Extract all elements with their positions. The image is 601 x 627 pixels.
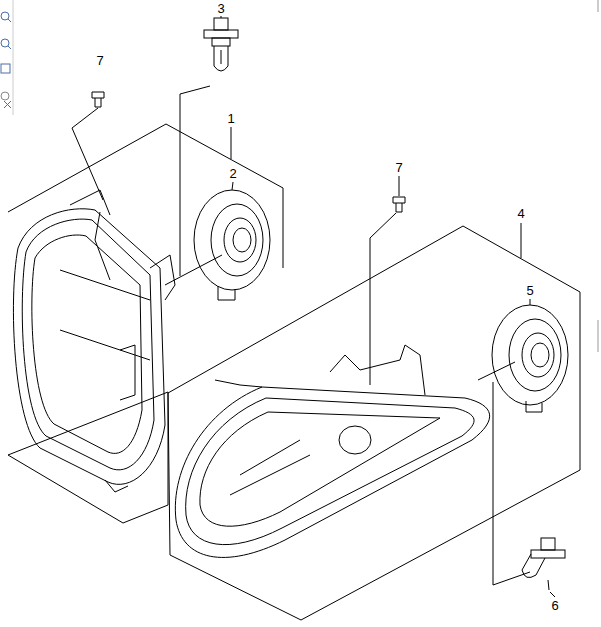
group-outline [8,124,283,523]
screw [92,92,405,212]
headlamp [175,345,489,557]
bulb [204,18,238,71]
callout-number: 5 [525,284,534,298]
toolbar-icons [1,0,598,352]
socket-cover [194,190,270,300]
callout-number: 1 [226,112,235,126]
callout-number: 4 [516,207,525,221]
socket-cover [492,305,568,412]
callout-number: 2 [228,167,237,181]
callout-number: 7 [394,161,403,175]
headlamp [13,190,175,492]
callout-number: 3 [216,2,225,16]
bulb [522,538,565,590]
leader-line [72,14,555,597]
callout-number: 7 [95,54,104,68]
group-outline [168,226,580,620]
callout-number: 6 [550,599,559,613]
